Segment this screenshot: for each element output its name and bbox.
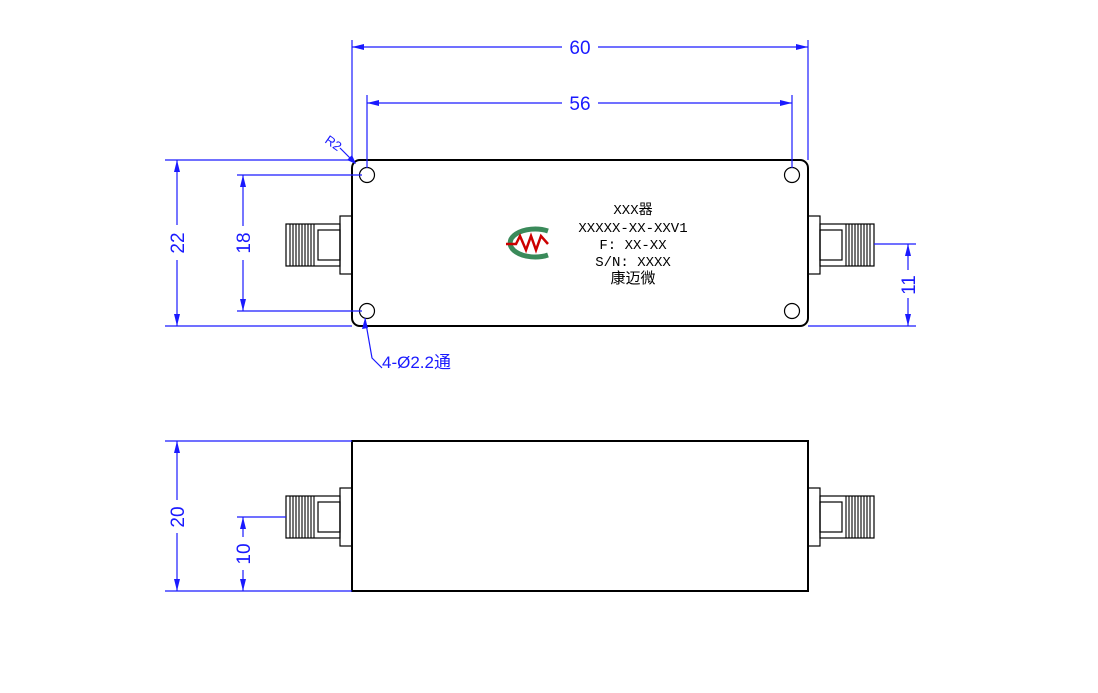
dim-label-22: 22 [168, 232, 189, 253]
mounting-hole [783, 302, 801, 320]
side-right-sma-connector [807, 487, 875, 547]
label-model-number: XXXXX-XX-XXV1 [578, 221, 687, 237]
mounting-hole [783, 166, 801, 184]
dimension-side-connector-height: 10 [234, 516, 286, 591]
company-logo [506, 226, 549, 260]
left-sma-connector [285, 215, 353, 275]
dimension-overall-height: 22 [165, 159, 352, 327]
side-view-body [351, 440, 809, 592]
dim-label-10: 10 [234, 543, 255, 564]
label-frequency: F: XX-XX [599, 238, 667, 254]
dimension-corner-radius: R2 [322, 132, 356, 164]
dimension-overall-length: 60 [351, 38, 809, 160]
right-sma-connector [807, 215, 875, 275]
dim-label-18: 18 [234, 232, 255, 253]
dim-label-11: 11 [899, 275, 920, 295]
dim-label-20: 20 [168, 506, 189, 527]
dim-label-holes: 4-Ø2.2通 [382, 353, 451, 372]
hole-callout: 4-Ø2.2通 [362, 317, 451, 372]
dimension-hole-spacing-length: 56 [366, 94, 793, 168]
dimension-connector-offset: 11 [808, 243, 920, 327]
side-view: 20 10 [165, 440, 875, 592]
label-brand: 康迈微 [610, 269, 655, 287]
label-product-name: XXX器 [613, 203, 652, 219]
label-serial-number: S/N: XXXX [595, 255, 671, 271]
product-label: XXX器 XXXXX-XX-XXV1 F: XX-XX S/N: XXXX 康迈… [578, 203, 687, 287]
top-view-body [351, 159, 809, 327]
mounting-holes [358, 166, 801, 320]
dimension-side-height: 20 [165, 440, 352, 592]
top-view: XXX器 XXXXX-XX-XXV1 F: XX-XX S/N: XXXX 康迈… [165, 38, 920, 372]
dim-label-56: 56 [569, 94, 590, 115]
dimension-hole-spacing-height: 18 [234, 174, 362, 312]
side-left-sma-connector [285, 487, 353, 547]
dim-label-r2: R2 [322, 132, 344, 154]
dim-label-60: 60 [569, 38, 590, 59]
